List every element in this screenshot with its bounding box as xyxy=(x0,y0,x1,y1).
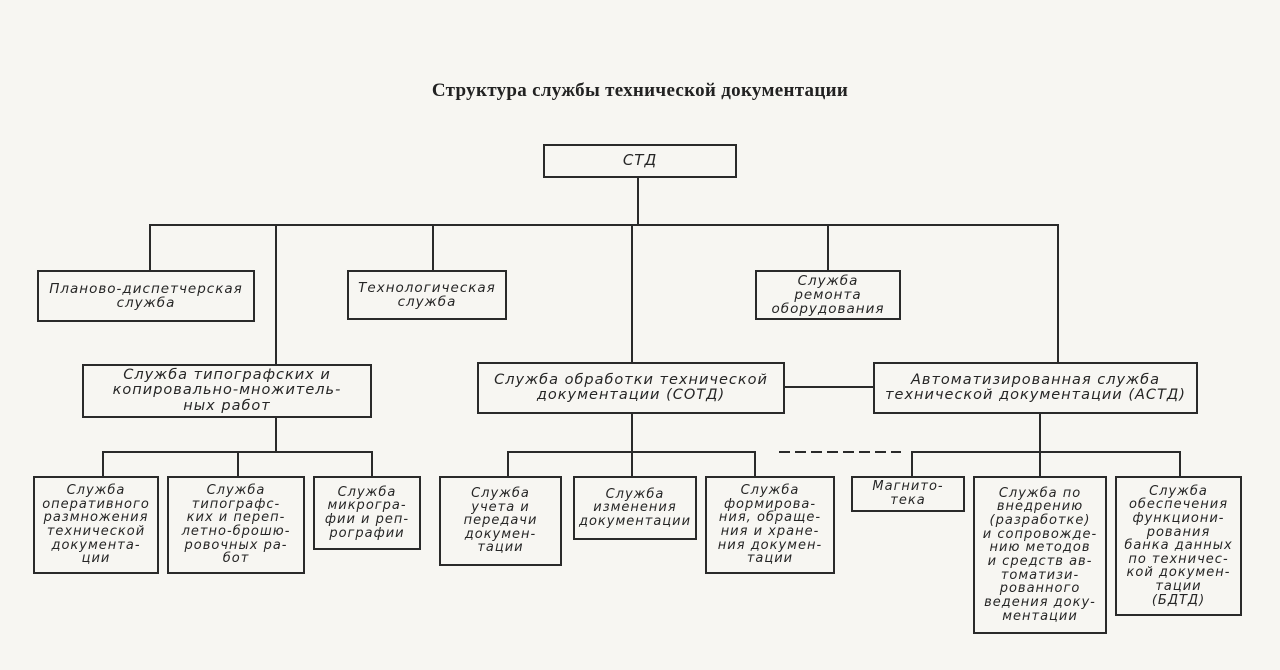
box-repair-service: Служба ремонта оборудования xyxy=(755,270,901,320)
diagram-title: Структура службы технической документаци… xyxy=(431,80,849,101)
box-std-root: СТД xyxy=(543,144,737,178)
box-typography-binding: Служба типографс- ких и переп- летно-бро… xyxy=(167,476,305,574)
box-operative-duplication: Служба оперативного размножения техничес… xyxy=(33,476,159,574)
box-functional-data-bank: Служба обеспечения функциони- рования ба… xyxy=(1115,476,1242,616)
box-magnetic-library: Магнито- тека xyxy=(851,476,965,512)
box-micrography-reprography: Служба микрогра- фии и реп- рографии xyxy=(313,476,421,550)
box-implementation-support: Служба по внедрению (разработке) и сопро… xyxy=(973,476,1107,634)
box-technological-service: Технологическая служба xyxy=(347,270,507,320)
box-documentation-changes: Служба изменения документации xyxy=(573,476,697,540)
box-sotd-service: Служба обработки технической документаци… xyxy=(477,362,785,414)
box-typography-service: Служба типографских и копировально-множи… xyxy=(82,364,372,418)
box-accounting-transfer: Служба учета и передачи докумен- тации xyxy=(439,476,562,566)
box-planning-service: Планово-диспетчерская служба xyxy=(37,270,255,322)
box-forming-circulation-storage: Служба формирова- ния, обраще- ния и хра… xyxy=(705,476,835,574)
box-astd-service: Автоматизированная служба технической до… xyxy=(873,362,1198,414)
